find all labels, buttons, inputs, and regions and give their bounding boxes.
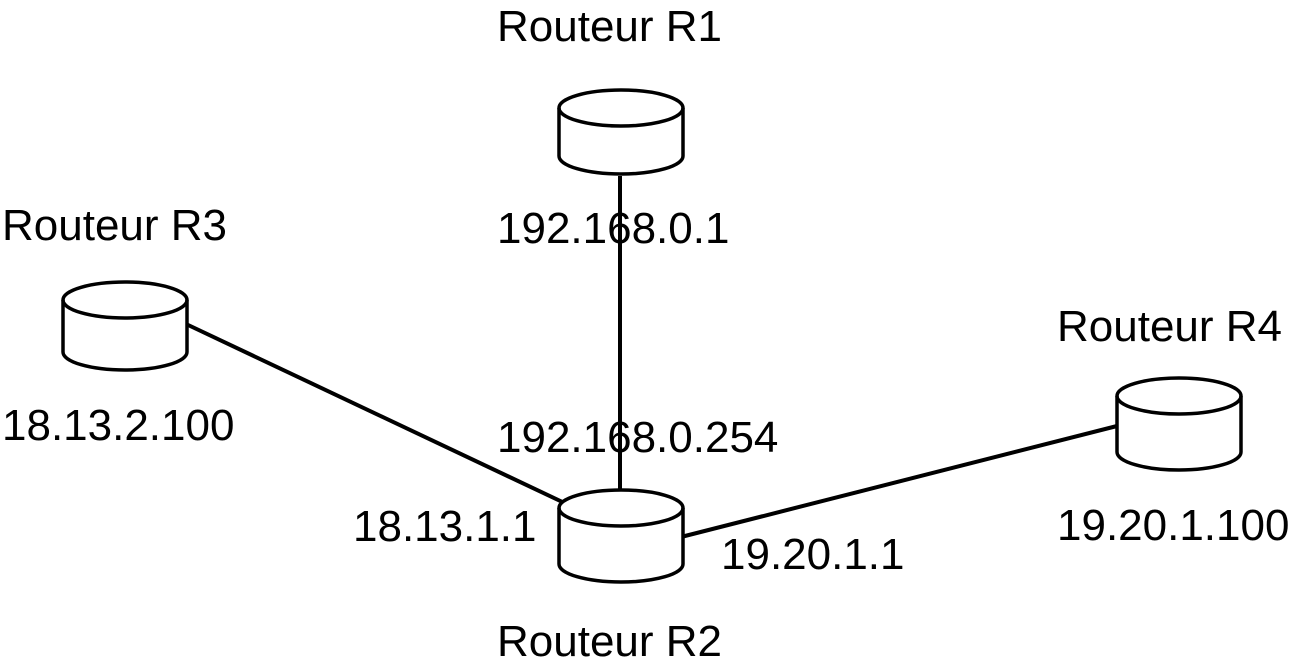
router-r1-name: Routeur R1	[497, 2, 722, 51]
router-r3-icon[interactable]	[61, 280, 189, 372]
router-r4-ip: 19.20.1.100	[1057, 501, 1289, 550]
router-r2-ip-r1-side: 192.168.0.254	[497, 413, 778, 462]
router-r4-name: Routeur R4	[1057, 302, 1282, 351]
link-r2-r4	[680, 424, 1118, 539]
router-r1-icon[interactable]	[557, 88, 685, 176]
link-r3-r2	[185, 322, 574, 509]
router-r1-ip: 192.168.0.1	[497, 204, 729, 253]
router-r4-icon[interactable]	[1115, 376, 1243, 472]
router-r2-icon[interactable]	[557, 488, 685, 584]
router-r2-ip-r4-side: 19.20.1.1	[721, 530, 905, 579]
router-r3-ip: 18.13.2.100	[2, 401, 234, 450]
router-r2-name: Routeur R2	[497, 617, 722, 666]
router-r3-name: Routeur R3	[2, 201, 227, 250]
router-r2-ip-r3-side: 18.13.1.1	[353, 502, 537, 551]
